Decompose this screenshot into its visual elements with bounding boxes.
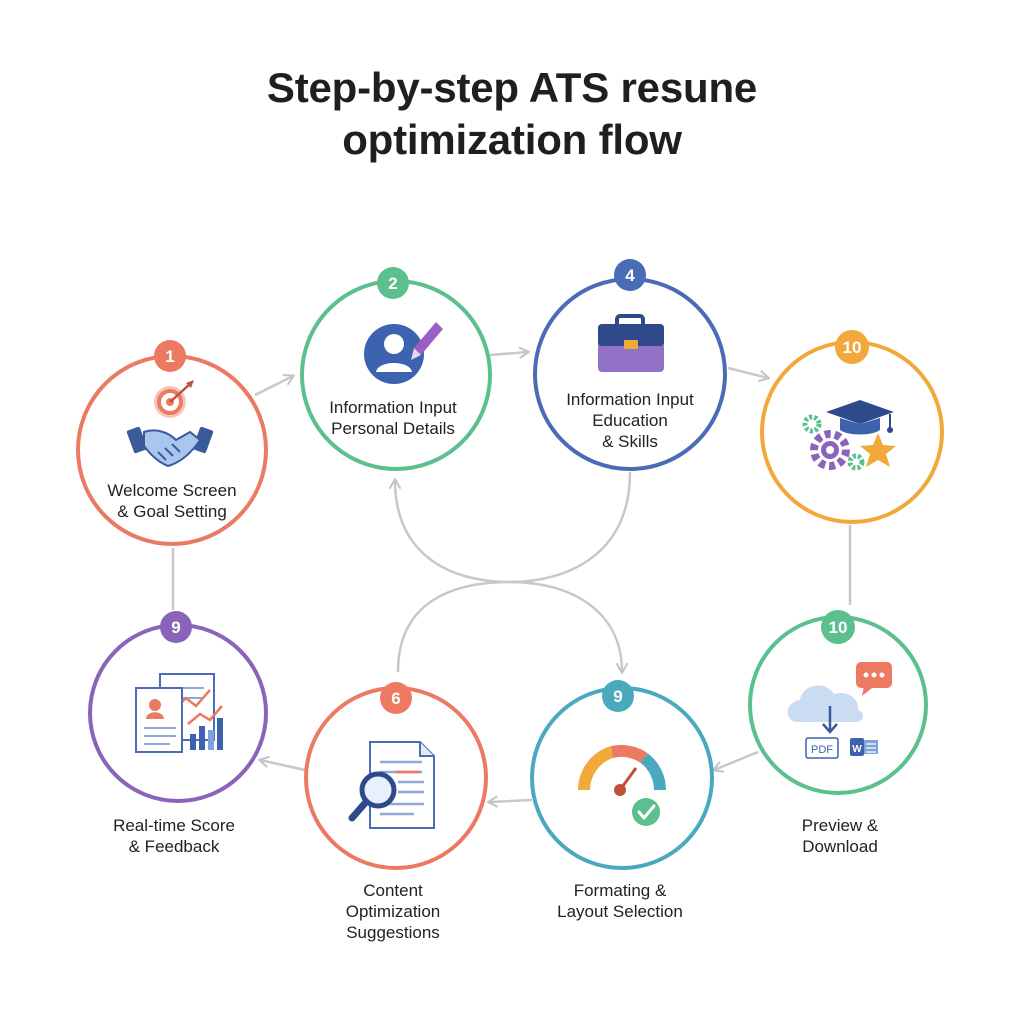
title-line-2: optimization flow bbox=[342, 116, 682, 163]
label-line: Content bbox=[363, 881, 423, 900]
briefcase-icon bbox=[598, 314, 664, 372]
title-line-1: Step-by-step ATS resune bbox=[266, 64, 758, 111]
badge-personal: 2 bbox=[377, 267, 409, 299]
badge-content: 6 bbox=[380, 682, 412, 714]
label-line: Education bbox=[592, 411, 668, 430]
svg-text:10: 10 bbox=[843, 338, 862, 357]
connector-10-9 bbox=[712, 750, 759, 773]
label-download: Preview & Download bbox=[740, 815, 940, 857]
label-formatting: Formating & Layout Selection bbox=[520, 880, 720, 922]
label-education: Information Input Education & Skills bbox=[530, 389, 730, 452]
connectors bbox=[171, 346, 852, 808]
page-title: Step-by-step ATS resune optimization flo… bbox=[0, 62, 1024, 166]
svg-text:10: 10 bbox=[829, 618, 848, 637]
label-line: & Feedback bbox=[128, 837, 220, 856]
label-line: & Goal Setting bbox=[117, 502, 227, 521]
connector-cross-a bbox=[389, 471, 632, 584]
resume-chart-icon bbox=[135, 673, 223, 753]
label-line: Welcome Screen bbox=[107, 481, 237, 500]
svg-text:9: 9 bbox=[613, 687, 622, 706]
label-score: Real-time Score & Feedback bbox=[74, 815, 274, 857]
handshake-target-icon bbox=[126, 380, 214, 468]
word-text: W bbox=[852, 744, 862, 755]
pdf-text: PDF bbox=[811, 744, 833, 756]
connector-4-10 bbox=[727, 366, 770, 382]
user-pen-icon bbox=[364, 322, 443, 384]
connector-2-4 bbox=[489, 346, 530, 359]
badge-download: 10 bbox=[821, 610, 855, 644]
badge-score: 9 bbox=[160, 611, 192, 643]
label-line: Real-time Score bbox=[113, 816, 235, 835]
document-magnifier-icon bbox=[348, 741, 435, 829]
connector-cross-b bbox=[396, 580, 628, 674]
connector-6-9 bbox=[258, 755, 306, 772]
connector-9-6 bbox=[487, 795, 533, 808]
label-line: Information Input bbox=[329, 398, 457, 417]
label-line: Optimization bbox=[345, 902, 441, 921]
label-line: Download bbox=[802, 837, 878, 856]
node-formatting bbox=[530, 686, 714, 870]
label-line: Suggestions bbox=[346, 923, 440, 942]
svg-text:6: 6 bbox=[391, 689, 400, 708]
label-line: Formating & bbox=[573, 881, 667, 900]
cloud-download-pdf-word-icon: PDF W bbox=[787, 662, 892, 759]
label-content: Content Optimization Suggestions bbox=[293, 880, 493, 943]
badge-education: 4 bbox=[614, 259, 646, 291]
label-line: Personal Details bbox=[331, 419, 455, 438]
gauge-check-icon bbox=[578, 744, 666, 826]
label-line: Preview & bbox=[801, 816, 879, 835]
grad-cap-gears-star-icon bbox=[802, 400, 896, 471]
label-welcome: Welcome Screen & Goal Setting bbox=[72, 480, 272, 522]
svg-text:9: 9 bbox=[171, 618, 180, 637]
badge-formatting: 9 bbox=[602, 680, 634, 712]
label-line: Layout Selection bbox=[557, 902, 683, 921]
svg-text:1: 1 bbox=[165, 347, 174, 366]
connector-1-2 bbox=[254, 374, 295, 397]
svg-text:4: 4 bbox=[625, 266, 635, 285]
label-line: Information Input bbox=[566, 390, 694, 409]
label-line: & Skills bbox=[602, 432, 658, 451]
label-personal: Information Input Personal Details bbox=[293, 397, 493, 439]
badge-welcome: 1 bbox=[154, 340, 186, 372]
badge-skills: 10 bbox=[835, 330, 869, 364]
svg-text:2: 2 bbox=[388, 274, 397, 293]
